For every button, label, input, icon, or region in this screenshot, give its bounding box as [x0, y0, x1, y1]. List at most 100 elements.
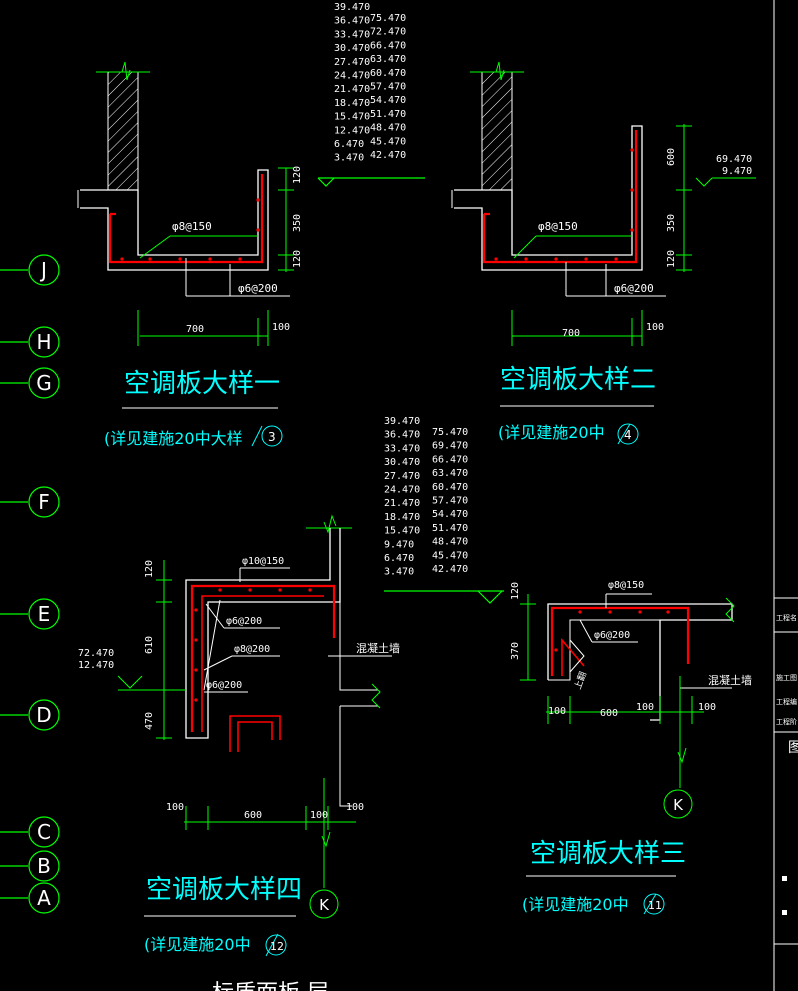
elev-cell: 27.470 [334, 57, 370, 68]
elev-cell: 75.470 [370, 13, 406, 24]
d2-rebar-top: φ8@150 [538, 220, 578, 233]
title-block [773, 0, 798, 991]
axis-H: H [36, 330, 51, 354]
d4-wall-label: 混凝土墙 [356, 641, 400, 655]
d3-wall-label: 混凝土墙 [708, 673, 752, 687]
d3-ref: (详见建施20中 [522, 895, 629, 914]
elev-cell: 75.470 [432, 427, 468, 438]
d2-ref-num: 4 [624, 428, 632, 442]
d4-rebar-a: φ6@200 [226, 616, 262, 627]
axis-D: D [36, 703, 51, 727]
elev-cell: 27.470 [384, 471, 420, 482]
d3-axis: K [673, 796, 684, 814]
elev-cell: 63.470 [370, 54, 406, 65]
elev-cell: 30.470 [334, 43, 370, 54]
elev-cell: 39.470 [384, 416, 420, 427]
grid-axes [0, 254, 60, 914]
d2-rebar-bottom: φ6@200 [614, 282, 654, 295]
elev-cell: 21.470 [334, 84, 370, 95]
d1-width: 700 [186, 324, 204, 335]
d3-edge-r2: 100 [698, 702, 716, 713]
elev-cell: 57.470 [432, 496, 468, 507]
elev-cell: 69.470 [432, 441, 468, 452]
tb-row-2: 施工图 [776, 673, 797, 682]
d4-rebar-top: φ10@150 [242, 556, 284, 567]
elev-cell: 15.470 [384, 526, 420, 537]
elev-cell: 36.470 [334, 16, 370, 27]
elev-cell: 15.470 [334, 112, 370, 123]
d4-edge-r: 100 [310, 810, 328, 821]
elev-cell: 60.470 [370, 68, 406, 79]
d3-edge-l: 100 [548, 706, 566, 717]
axis-J: J [39, 258, 47, 282]
elev-cell: 66.470 [432, 454, 468, 465]
elev-cell: 45.470 [370, 136, 406, 147]
d3-dim-top: 120 [510, 582, 521, 600]
d4-edge-r2: 100 [346, 802, 364, 813]
elev-cell: 24.470 [384, 485, 420, 496]
d2-dim-b: 350 [666, 214, 677, 232]
d4-rebar-b: φ8@200 [234, 644, 270, 655]
axis-A: A [37, 886, 51, 910]
axis-G: G [36, 371, 52, 395]
elev-cell: 39.470 [334, 2, 370, 13]
bottom-text: 标质面板 层 [212, 981, 329, 991]
d4-elev-b: 12.470 [78, 660, 114, 671]
d2-width: 700 [562, 328, 580, 339]
elev-cell: 3.470 [384, 567, 414, 578]
elev-cell: 18.470 [334, 98, 370, 109]
elev-cell: 63.470 [432, 468, 468, 479]
axis-C: C [37, 820, 51, 844]
elev-cell: 54.470 [370, 95, 406, 106]
d4-edge-l: 100 [166, 802, 184, 813]
elev-cell: 36.470 [384, 430, 420, 441]
d2-ref: (详见建施20中 [498, 423, 605, 442]
elev-cell: 6.470 [384, 553, 414, 564]
elev-cell: 3.470 [334, 153, 364, 164]
d1-title: 空调板大样一 [124, 369, 280, 399]
elev-cell: 30.470 [384, 457, 420, 468]
axis-E: E [38, 602, 51, 626]
d3-rebar-mid: φ6@200 [594, 630, 630, 641]
elev-cell: 42.470 [370, 150, 406, 161]
elev-cell: 66.470 [370, 40, 406, 51]
d1-ref: (详见建施20中大样 [104, 429, 243, 448]
d1-dim-c: 120 [292, 250, 303, 268]
elev-cell: 24.470 [334, 71, 370, 82]
d4-axis: K [319, 896, 330, 914]
elev-cell: 54.470 [432, 509, 468, 520]
elev-cell: 72.470 [370, 27, 406, 38]
detail-2: φ8@150 φ6@200 600 350 120 700 100 69.470… [451, 61, 756, 445]
d3-width: 600 [600, 708, 618, 719]
elev-cell: 33.470 [384, 443, 420, 454]
tb-row-4: 工程阶 [776, 717, 797, 726]
d3-title: 空调板大样三 [530, 839, 686, 869]
elev-cell: 48.470 [432, 537, 468, 548]
d2-dim-c: 120 [666, 250, 677, 268]
tb-row-1: 工程名 [776, 613, 797, 622]
d1-dim-b: 350 [292, 214, 303, 232]
d4-elev-a: 72.470 [78, 648, 114, 659]
elev-cell: 42.470 [432, 564, 468, 575]
elevation-table-mid: 39.470 36.470 33.470 30.470 27.470 24.470 21.4… [384, 416, 468, 578]
elev-cell: 21.470 [384, 498, 420, 509]
d2-title: 空调板大样二 [500, 365, 656, 395]
d1-dim-a: 120 [292, 166, 303, 184]
elev-cell: 18.470 [384, 512, 420, 523]
elev-cell: 6.470 [334, 139, 364, 150]
d4-ref-num: 12 [270, 940, 284, 953]
tb-row-5: 图 [788, 740, 798, 756]
axis-B: B [37, 854, 51, 878]
elev-cell: 9.470 [384, 539, 414, 550]
d2-elev-b: 9.470 [722, 166, 752, 177]
d2-edge: 100 [646, 322, 664, 333]
d4-rebar-c: φ6@200 [206, 680, 242, 691]
d4-dim-a: 120 [144, 560, 155, 578]
tb-row-3: 工程编 [776, 697, 797, 706]
elev-cell: 51.470 [432, 523, 468, 534]
d1-rebar-bottom: φ6@200 [238, 282, 278, 295]
elevation-table-top: 39.47036.47033.47030.47027.47024.47021.4… [334, 2, 406, 164]
d2-elev-a: 69.470 [716, 154, 752, 165]
